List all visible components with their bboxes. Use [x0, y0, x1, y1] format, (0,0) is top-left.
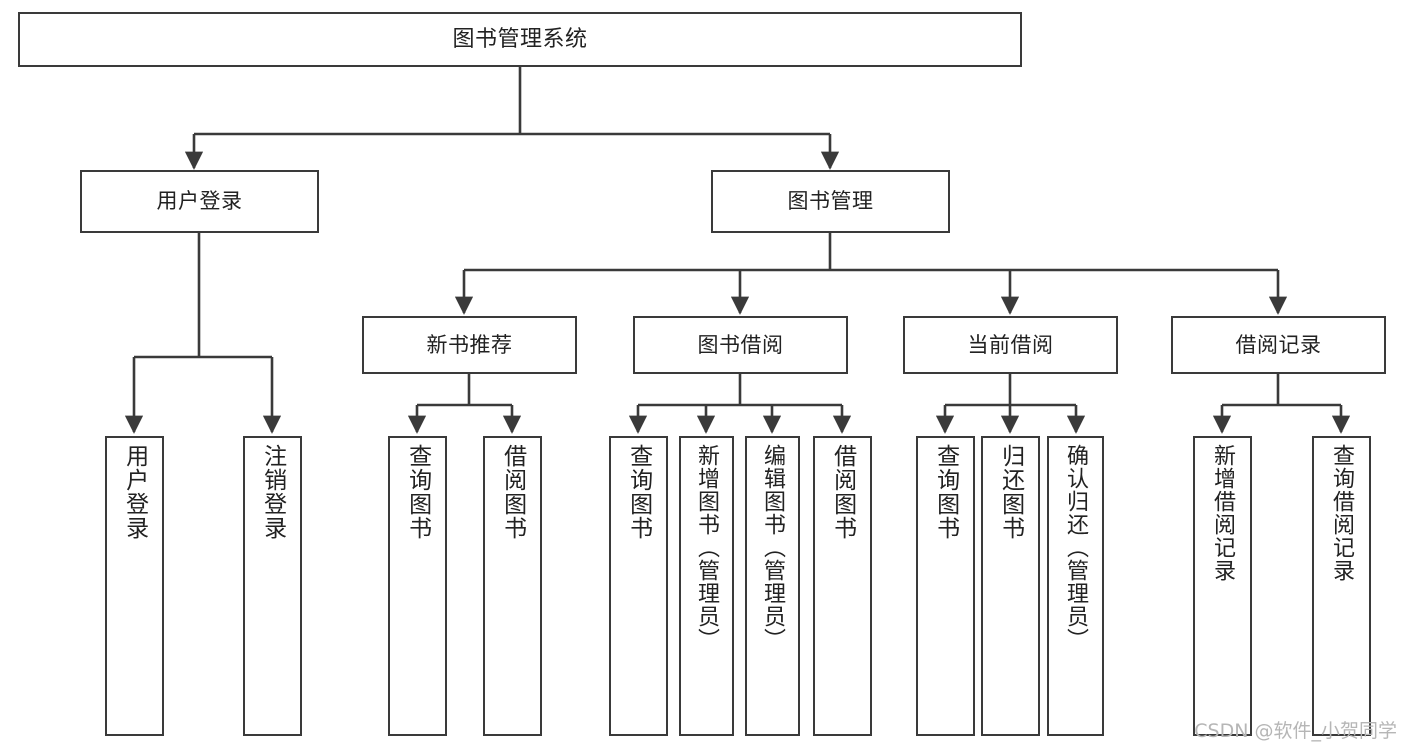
node-leaf-borrow-book-b-label: 借阅图书 — [829, 444, 856, 540]
node-leaf-return-book-label: 归还图书 — [997, 444, 1024, 540]
node-leaf-return-book[interactable]: 归还图书 — [981, 436, 1040, 736]
node-leaf-add-book-label: 新增图书（管理员） — [694, 444, 720, 651]
node-leaf-query-book-a-label: 查询图书 — [404, 444, 431, 540]
node-root-label: 图书管理系统 — [452, 26, 588, 52]
node-book-borrow-label: 图书借阅 — [697, 332, 784, 357]
node-new-book-recommend-label: 新书推荐 — [426, 332, 513, 357]
node-leaf-query-book-c-label: 查询图书 — [932, 444, 959, 540]
node-leaf-borrow-book-b[interactable]: 借阅图书 — [813, 436, 872, 736]
node-leaf-query-book-a[interactable]: 查询图书 — [388, 436, 447, 736]
node-leaf-add-record[interactable]: 新增借阅记录 — [1193, 436, 1252, 736]
node-leaf-edit-book[interactable]: 编辑图书（管理员） — [745, 436, 800, 736]
node-leaf-edit-book-label: 编辑图书（管理员） — [760, 444, 786, 651]
node-leaf-user-login[interactable]: 用户登录 — [105, 436, 164, 736]
node-user-login-label: 用户登录 — [156, 189, 243, 214]
node-book-manage[interactable]: 图书管理 — [711, 170, 950, 233]
node-new-book-recommend[interactable]: 新书推荐 — [362, 316, 577, 374]
node-leaf-user-login-label: 用户登录 — [121, 444, 148, 540]
node-book-borrow[interactable]: 图书借阅 — [633, 316, 848, 374]
node-leaf-query-book-c[interactable]: 查询图书 — [916, 436, 975, 736]
node-leaf-confirm-return[interactable]: 确认归还（管理员） — [1047, 436, 1104, 736]
node-borrow-record[interactable]: 借阅记录 — [1171, 316, 1386, 374]
node-leaf-borrow-book-a[interactable]: 借阅图书 — [483, 436, 542, 736]
node-leaf-query-record-label: 查询借阅记录 — [1329, 444, 1355, 582]
node-leaf-logout[interactable]: 注销登录 — [243, 436, 302, 736]
node-borrow-record-label: 借阅记录 — [1235, 332, 1322, 357]
node-leaf-add-record-label: 新增借阅记录 — [1210, 444, 1236, 582]
node-leaf-query-book-b[interactable]: 查询图书 — [609, 436, 668, 736]
node-book-manage-label: 图书管理 — [787, 189, 874, 214]
node-leaf-logout-label: 注销登录 — [259, 444, 286, 540]
node-user-login[interactable]: 用户登录 — [80, 170, 319, 233]
node-current-borrow-label: 当前借阅 — [967, 332, 1054, 357]
node-leaf-query-book-b-label: 查询图书 — [625, 444, 652, 540]
node-leaf-query-record[interactable]: 查询借阅记录 — [1312, 436, 1371, 736]
node-leaf-add-book[interactable]: 新增图书（管理员） — [679, 436, 734, 736]
node-leaf-confirm-return-label: 确认归还（管理员） — [1063, 444, 1089, 651]
watermark: CSDN @软件_小贺同学 — [1194, 720, 1397, 742]
node-root[interactable]: 图书管理系统 — [18, 12, 1022, 67]
node-leaf-borrow-book-a-label: 借阅图书 — [499, 444, 526, 540]
node-current-borrow[interactable]: 当前借阅 — [903, 316, 1118, 374]
